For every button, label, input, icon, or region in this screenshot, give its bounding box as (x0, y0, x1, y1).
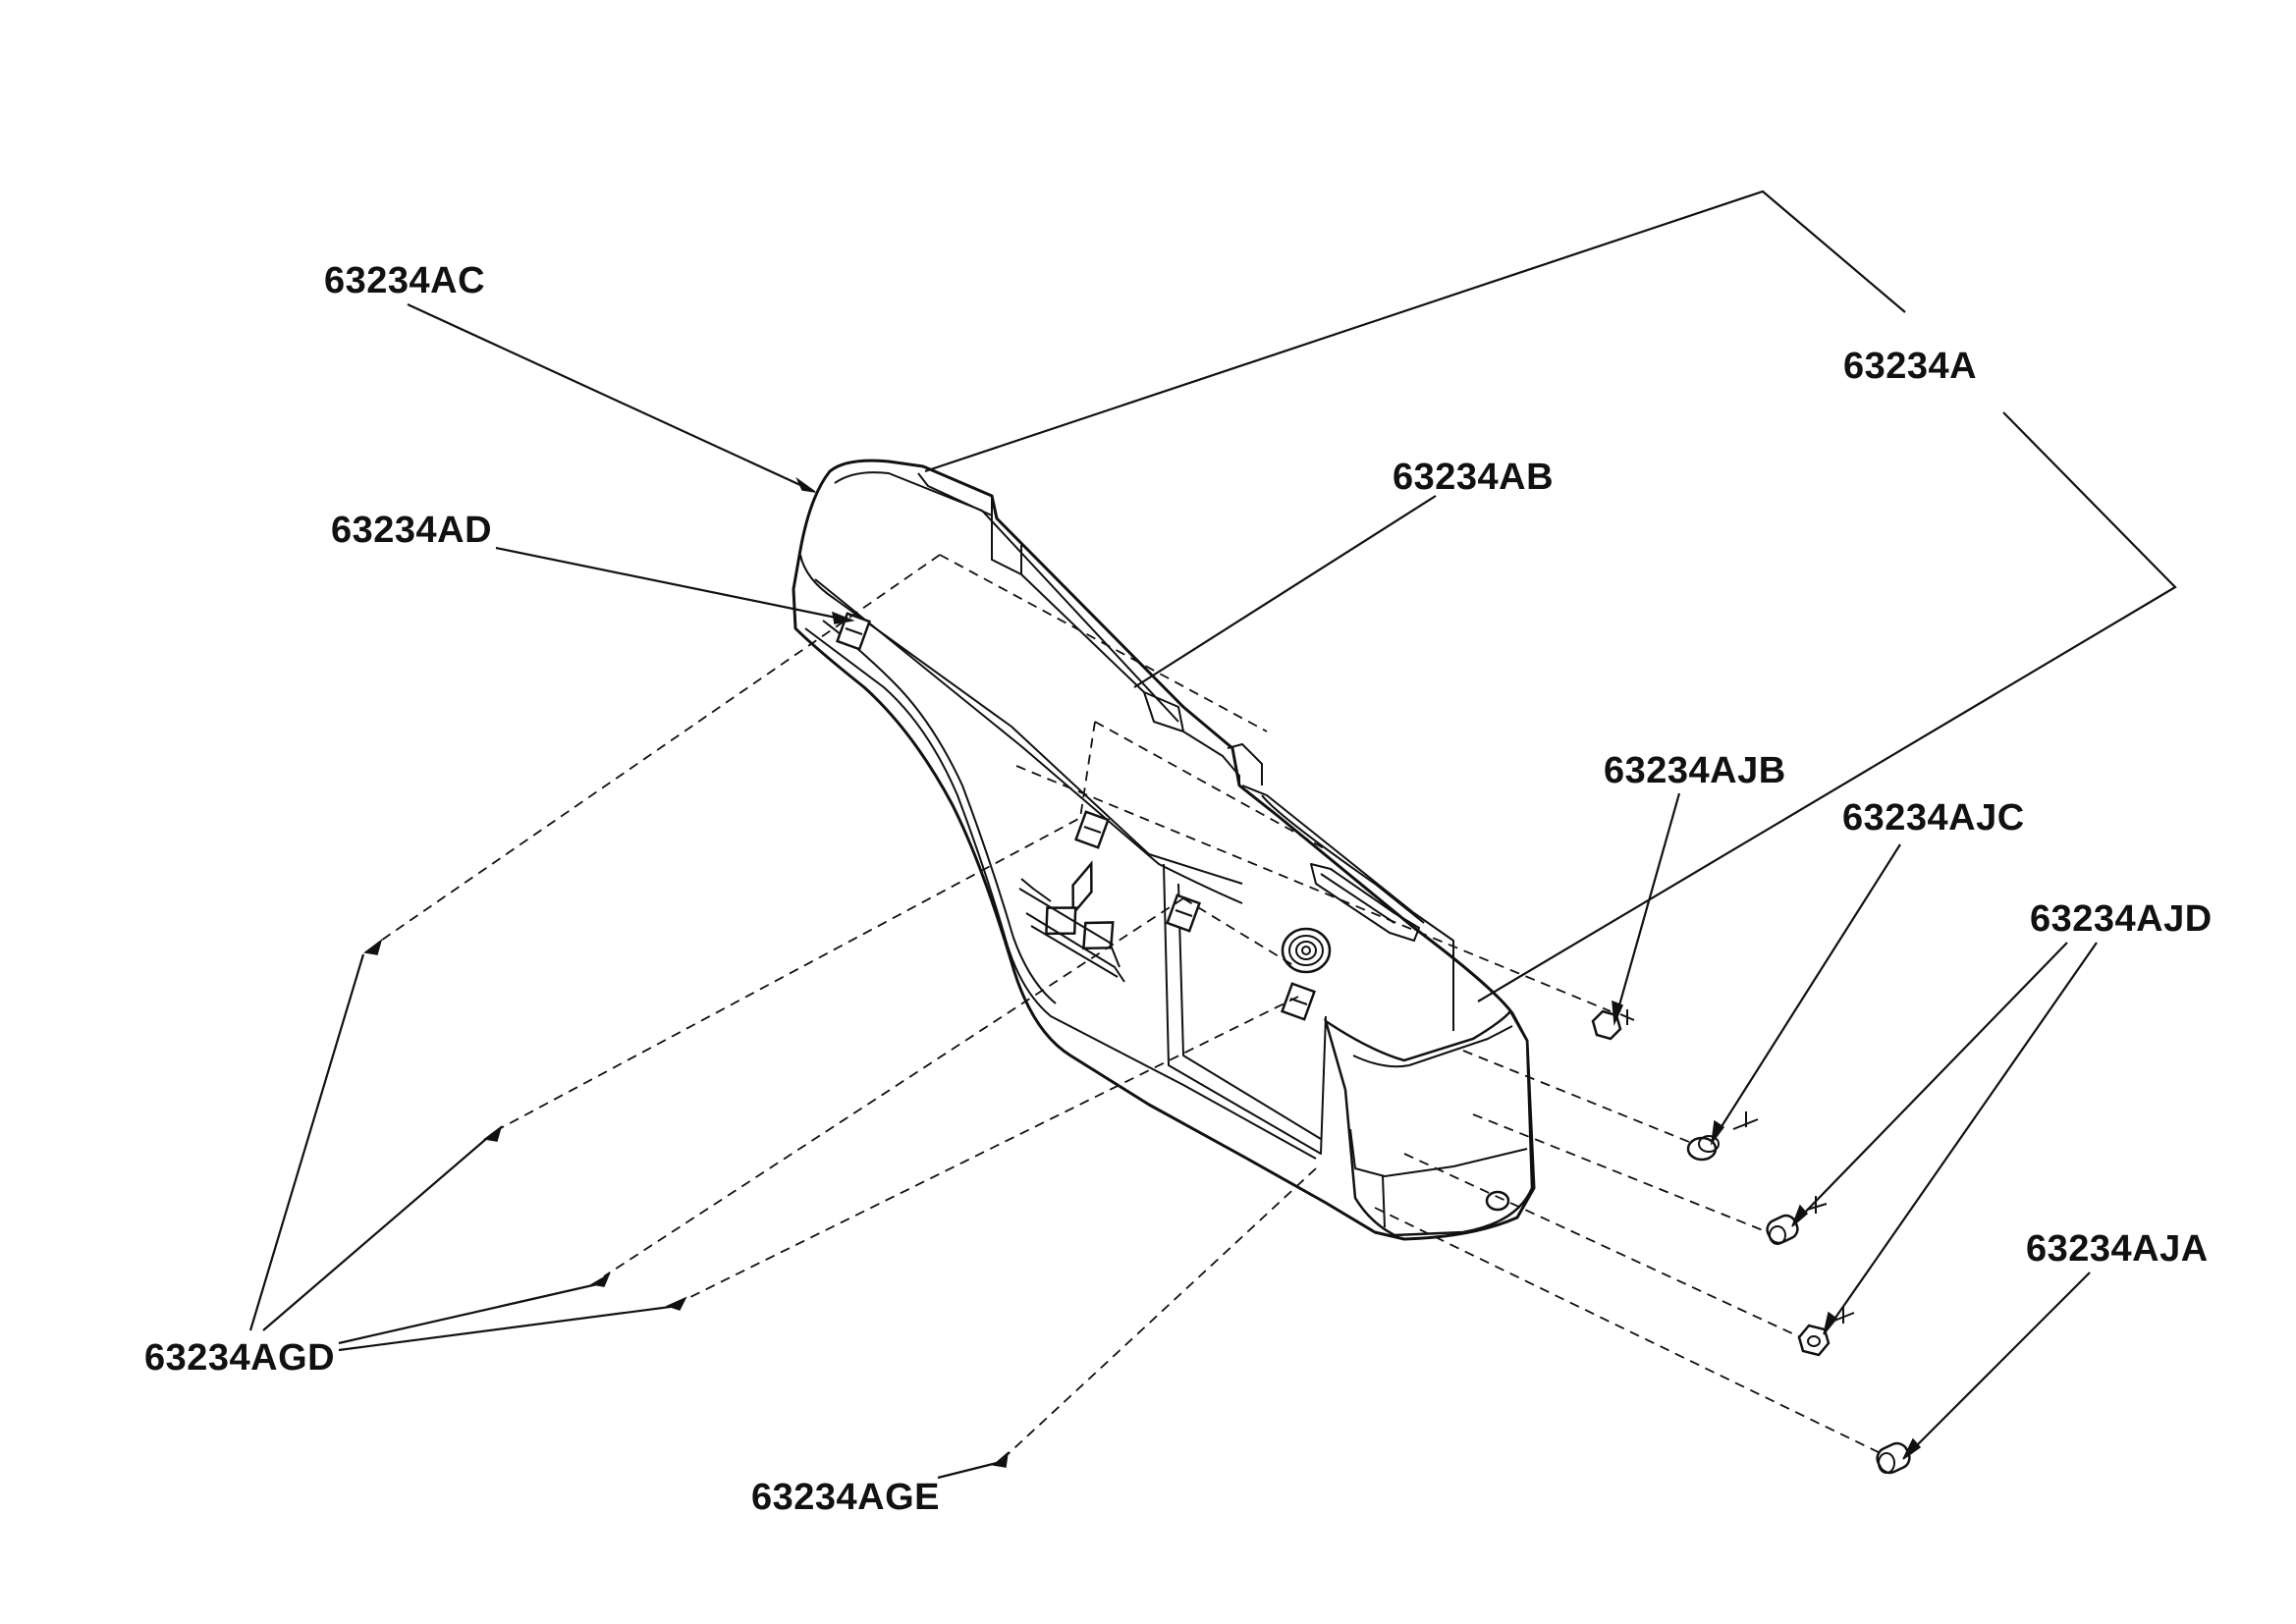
spacer-aja (1876, 1441, 1911, 1475)
label-63234ajd: 63234AJD (2030, 898, 2213, 940)
label-63234ab: 63234AB (1393, 457, 1554, 498)
label-63234ac: 63234AC (324, 260, 485, 301)
nut-ajd-lower (1797, 1306, 1855, 1357)
spacer-ajd-upper (1766, 1196, 1828, 1245)
label-63234ad: 63234AD (331, 510, 492, 551)
housing-body (792, 459, 1536, 1241)
label-63234ajb: 63234AJB (1604, 750, 1786, 791)
screw-alignment-lines (377, 554, 1891, 1459)
three-diamond-logo-icon (1018, 860, 1125, 983)
part-labels: 63234AC 63234AD 63234AB 63234A 63234AJB … (144, 260, 2213, 1518)
round-badge (1281, 927, 1332, 974)
leader-lines (248, 189, 2177, 1480)
label-63234agd: 63234AGD (144, 1337, 335, 1379)
label-63234aja: 63234AJA (2026, 1228, 2209, 1270)
screw-tips (363, 939, 1010, 1468)
label-63234ajc: 63234AJC (1842, 797, 2025, 839)
label-63234a: 63234A (1843, 346, 1977, 387)
label-63234age: 63234AGE (751, 1477, 940, 1518)
nut-ajc (1686, 1111, 1759, 1162)
nuts-and-spacers (1591, 1009, 1911, 1475)
latch-clips (835, 612, 1317, 1021)
